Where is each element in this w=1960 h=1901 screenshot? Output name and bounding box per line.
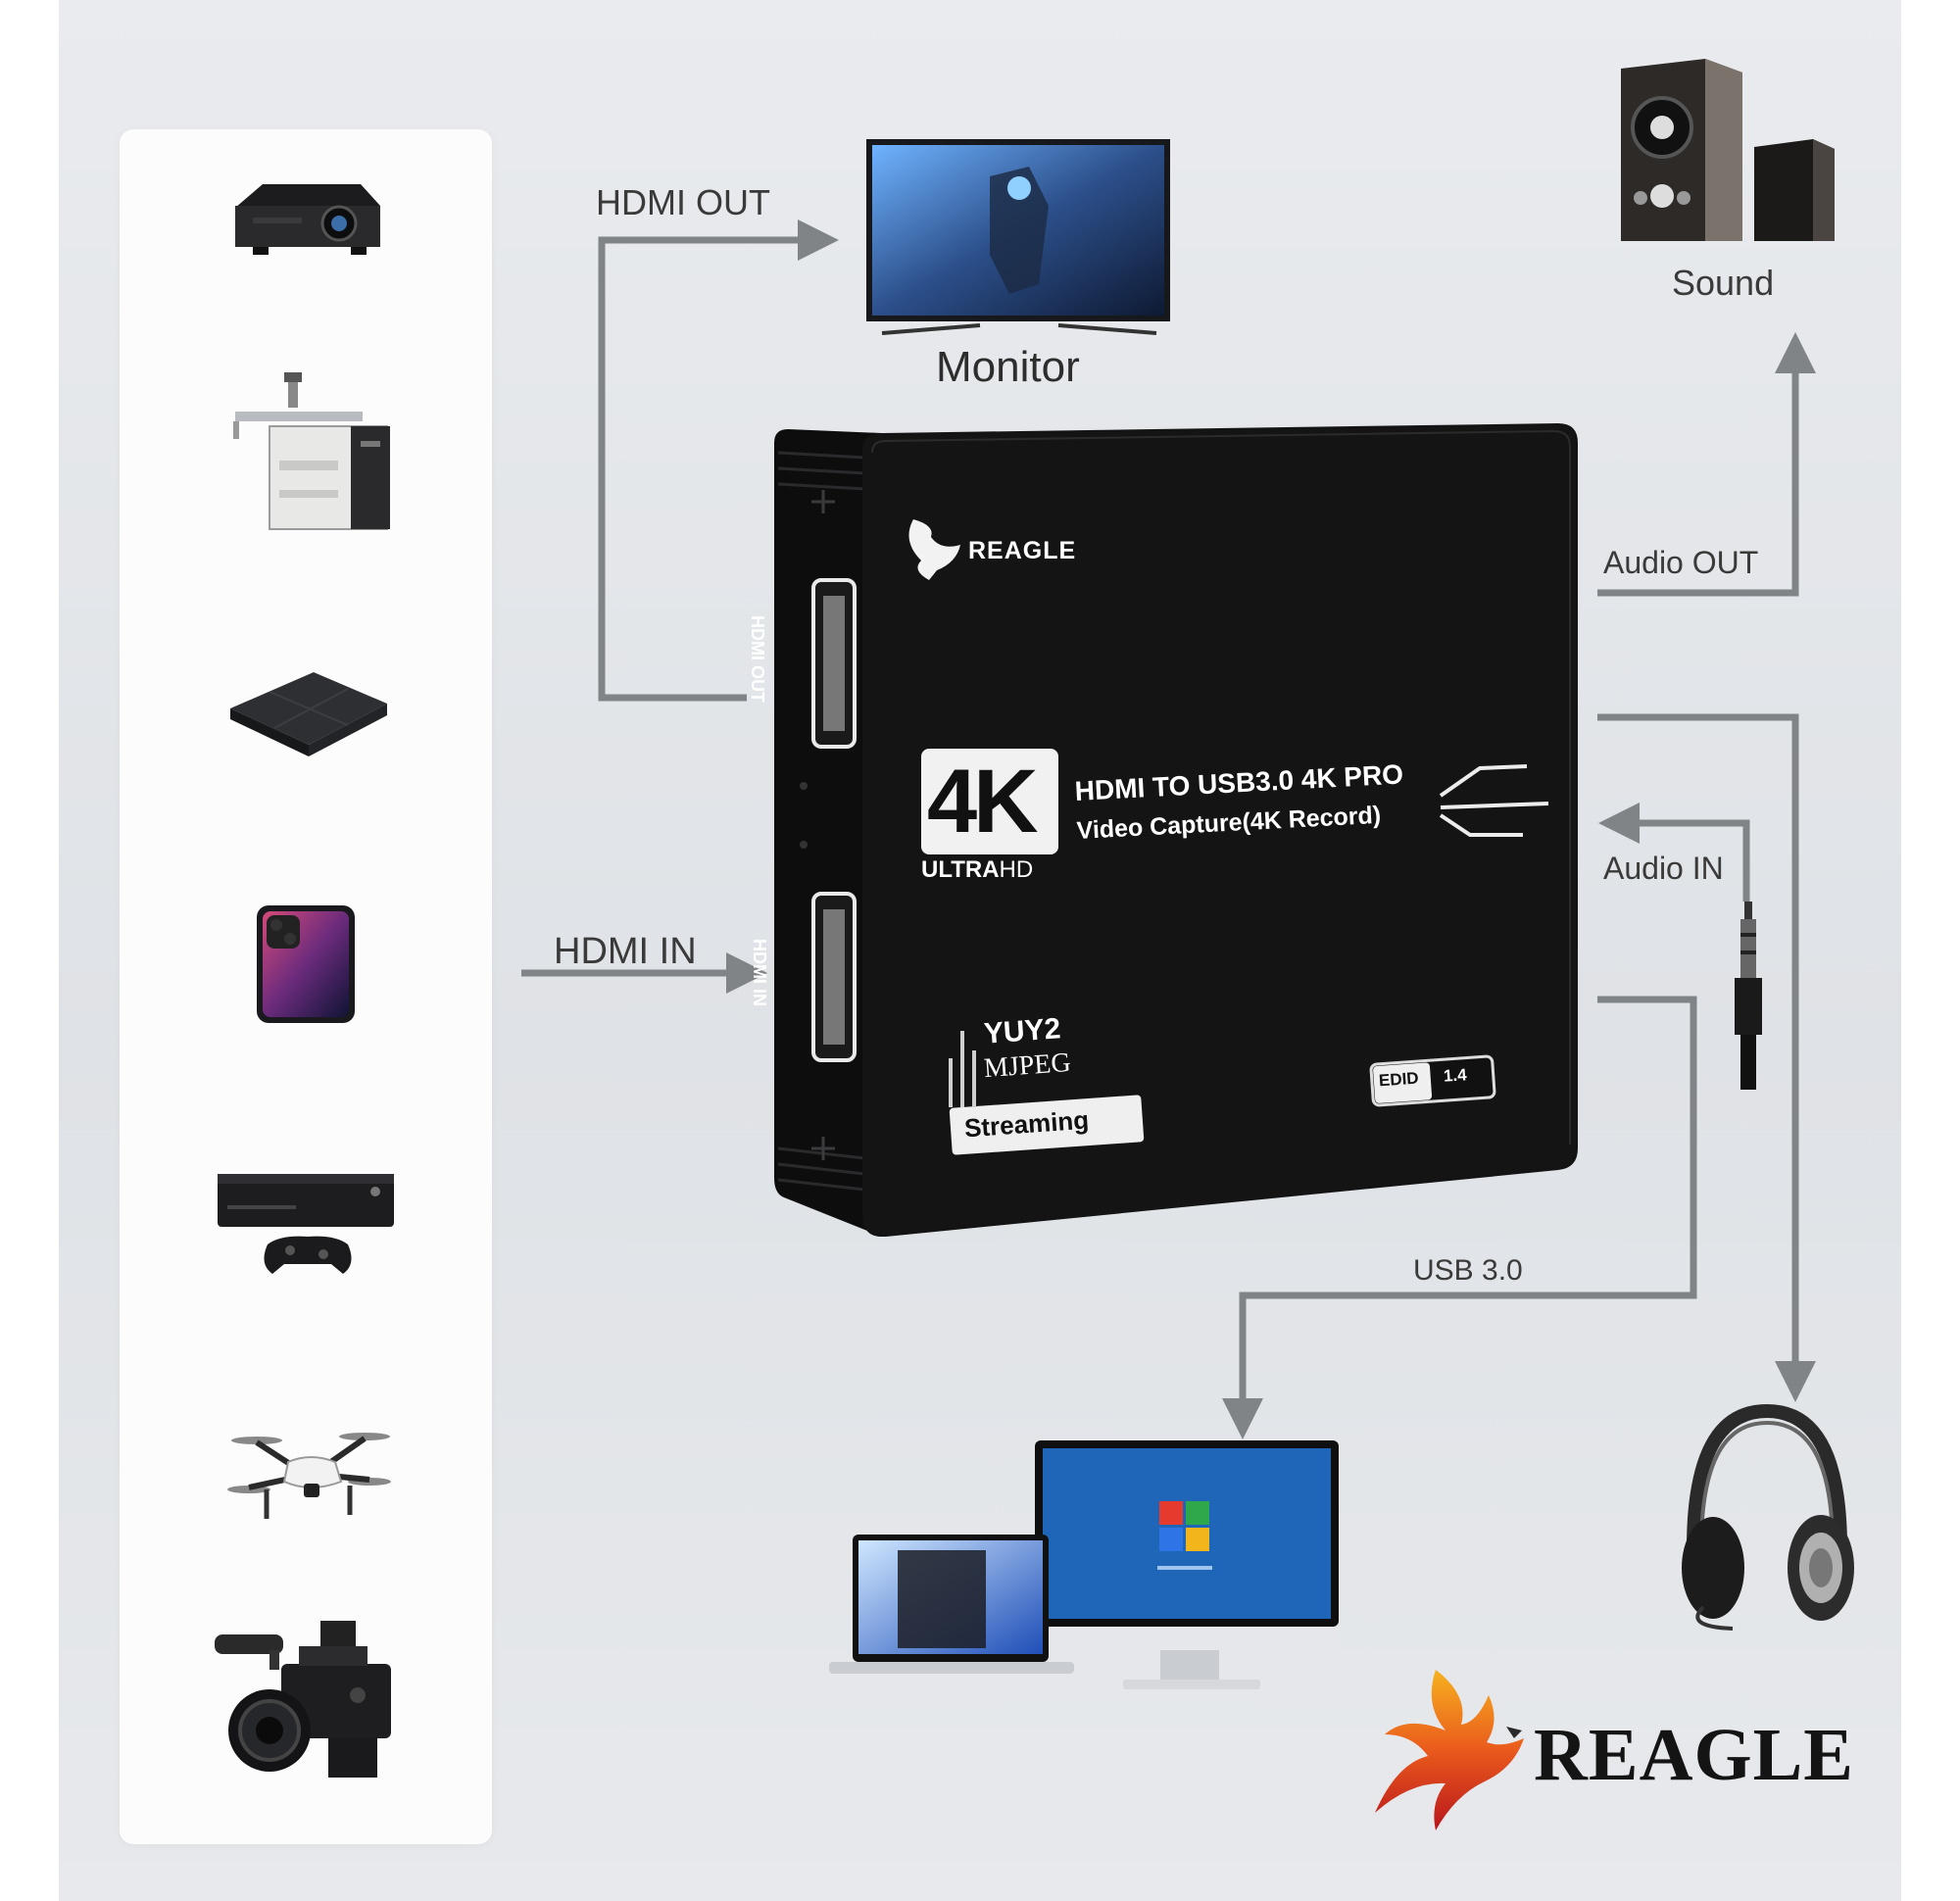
arrow-usb xyxy=(1222,996,1697,1439)
device-ultra-text: ULTRA xyxy=(921,856,1000,883)
label-monitor: Monitor xyxy=(936,343,1080,391)
projector-icon xyxy=(235,184,380,255)
arrow-audio-in xyxy=(1598,803,1750,902)
document-camera-icon xyxy=(233,372,390,530)
phoenix-logo-icon xyxy=(1375,1670,1524,1830)
device-hd-text: HD xyxy=(999,856,1034,883)
audio-jack-icon xyxy=(1735,902,1762,1090)
device-format-yuy2: YUY2 xyxy=(982,1012,1062,1050)
arrow-audio-out xyxy=(1597,332,1816,597)
device-format-mjpeg: MJPEG xyxy=(982,1047,1072,1085)
arrow-headphone-out xyxy=(1597,713,1816,1402)
video-camera-icon xyxy=(215,1621,391,1778)
capture-device: REAGLE 4K ULTRAHD HDMI TO USB3.0 4K PRO … xyxy=(748,423,1578,1237)
capture-device-body xyxy=(774,423,1578,1237)
drone-icon xyxy=(227,1433,391,1519)
device-brand: REAGLE xyxy=(968,537,1077,564)
game-console-icon xyxy=(218,1174,394,1274)
device-ultrahd: ULTRAHD xyxy=(921,856,1033,884)
computer-icon xyxy=(829,1440,1339,1689)
smartphone-icon xyxy=(257,905,355,1023)
port-label-out: HDMI OUT xyxy=(748,615,767,703)
reagle-logo: REAGLE xyxy=(1367,1666,1857,1832)
label-audio-in: Audio IN xyxy=(1603,851,1724,886)
label-audio-out: Audio OUT xyxy=(1603,545,1759,580)
device-edid-label: EDID xyxy=(1378,1068,1420,1091)
port-label-in: HDMI IN xyxy=(750,939,769,1006)
label-hdmi-out: HDMI OUT xyxy=(596,182,770,222)
label-sound: Sound xyxy=(1672,263,1775,303)
label-hdmi-in: HDMI IN xyxy=(554,931,697,972)
arrow-hdmi-out xyxy=(598,219,839,702)
streaming-box-icon xyxy=(230,672,387,756)
monitor-icon xyxy=(866,139,1170,335)
reagle-logo-text: REAGLE xyxy=(1534,1714,1854,1796)
device-4k-badge: 4K xyxy=(927,752,1039,852)
label-usb: USB 3.0 xyxy=(1413,1254,1523,1287)
speaker-icon xyxy=(1621,59,1835,241)
headphones-icon xyxy=(1682,1403,1854,1631)
device-edid-version: 1.4 xyxy=(1443,1065,1468,1086)
